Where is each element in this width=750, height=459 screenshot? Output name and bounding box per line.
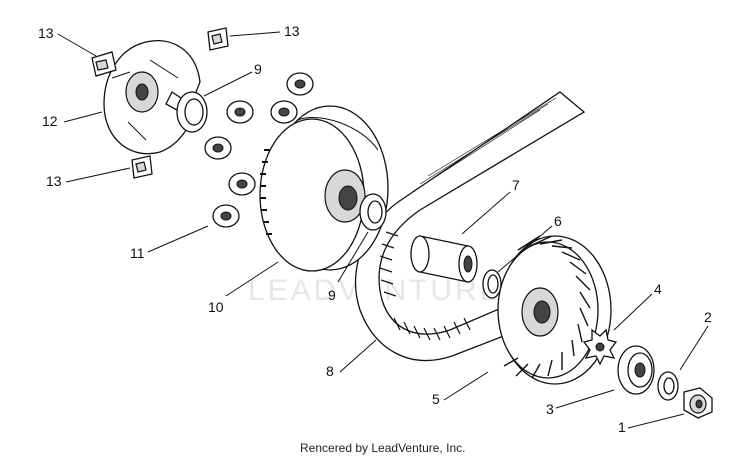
- callout-1: 1: [618, 419, 626, 435]
- hex-nut[interactable]: [683, 387, 713, 419]
- slider-piece[interactable]: [131, 155, 153, 179]
- roller-weight[interactable]: [270, 100, 298, 124]
- callout-6: 6: [554, 213, 562, 229]
- callout-2: 2: [704, 309, 712, 325]
- callout-3: 3: [546, 401, 554, 417]
- ramp-plate[interactable]: [103, 40, 201, 155]
- roller-weight[interactable]: [226, 100, 254, 124]
- callout-13: 13: [38, 25, 54, 41]
- flat-washer[interactable]: [657, 371, 679, 401]
- thrust-washer[interactable]: [482, 269, 502, 299]
- callout-4: 4: [654, 281, 662, 297]
- render-credit: Rencered by LeadVenture, Inc.: [300, 441, 465, 455]
- roller-weight[interactable]: [212, 204, 240, 228]
- spacer-ring[interactable]: [176, 91, 208, 133]
- callout-5: 5: [432, 391, 440, 407]
- roller-weight[interactable]: [286, 72, 314, 96]
- fan-drive-face[interactable]: [497, 235, 612, 385]
- drive-washer[interactable]: [617, 345, 655, 395]
- roller-weight[interactable]: [228, 172, 256, 196]
- callout-leaders: [57, 31, 709, 429]
- callout-12: 12: [42, 113, 58, 129]
- slider-piece[interactable]: [207, 27, 229, 51]
- spacer-ring[interactable]: [359, 193, 387, 231]
- callout-13: 13: [284, 23, 300, 39]
- callout-9: 9: [254, 61, 262, 77]
- callout-8: 8: [326, 363, 334, 379]
- callout-11: 11: [130, 245, 145, 261]
- clutch-housing[interactable]: [259, 105, 389, 272]
- callout-7: 7: [512, 177, 520, 193]
- drive-belt[interactable]: [354, 91, 586, 361]
- callout-13: 13: [46, 173, 62, 189]
- roller-weight[interactable]: [204, 136, 232, 160]
- callout-10: 10: [208, 299, 224, 315]
- callout-9: 9: [328, 287, 336, 303]
- slider-piece[interactable]: [91, 51, 117, 77]
- bushing-sleeve[interactable]: [410, 235, 478, 283]
- star-spacer[interactable]: [582, 328, 618, 366]
